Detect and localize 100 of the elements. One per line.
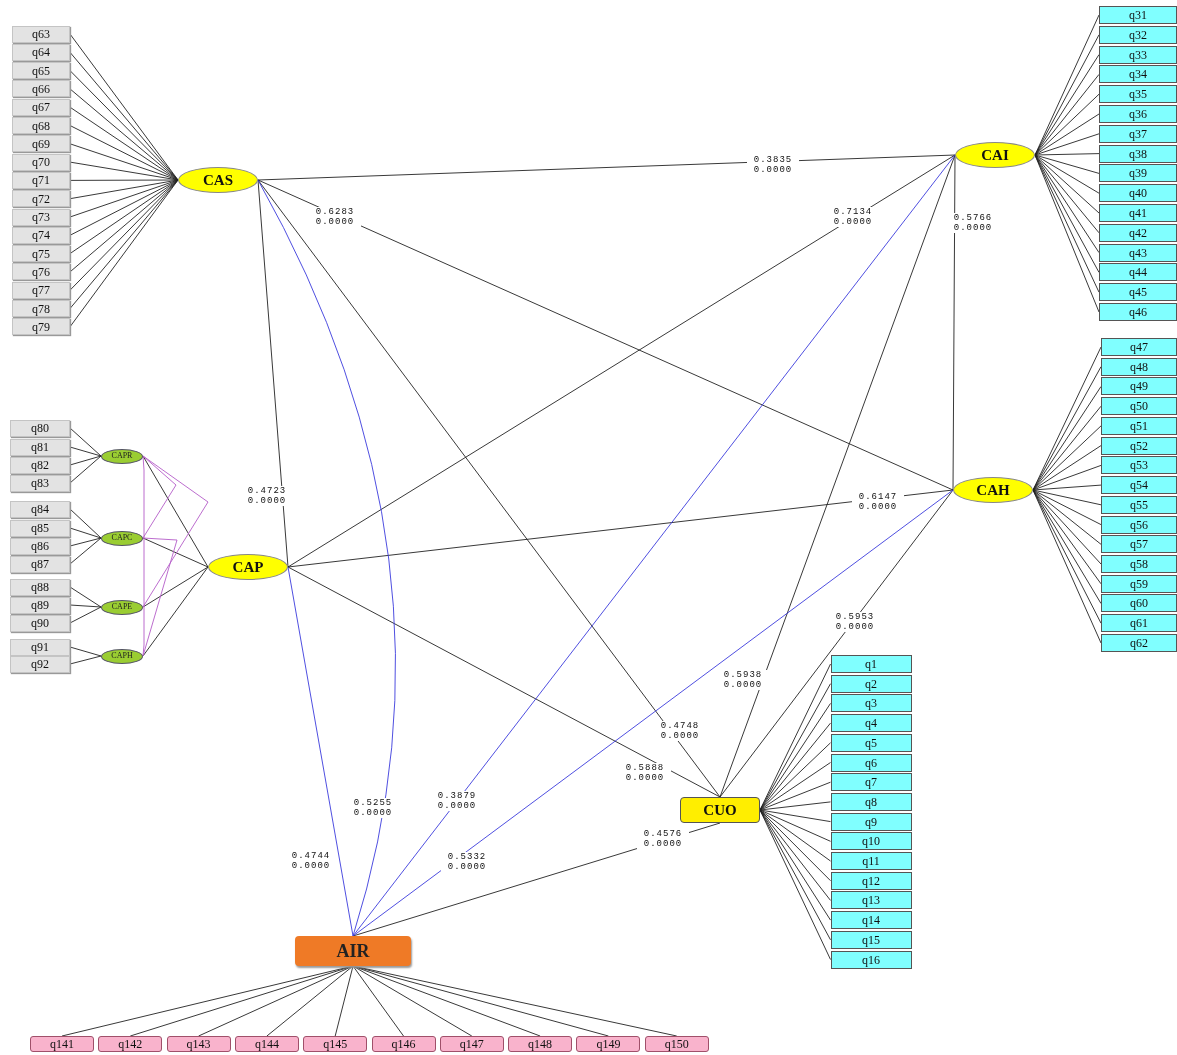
connector-line xyxy=(69,106,179,181)
connector-line xyxy=(257,179,289,568)
connector-line xyxy=(142,566,209,608)
indicator-box: q150 xyxy=(644,1036,709,1052)
indicator-box: q146 xyxy=(371,1036,436,1052)
indicator-box: q84 xyxy=(10,500,70,518)
indicator-box: q88 xyxy=(10,578,70,596)
indicator-box: q39 xyxy=(1099,164,1177,183)
indicator-box: q12 xyxy=(830,871,912,890)
connector-line xyxy=(759,742,831,811)
connector-line xyxy=(69,537,102,565)
indicator-box: q144 xyxy=(234,1036,299,1052)
connector-line xyxy=(198,965,354,1037)
connector-line xyxy=(69,508,102,539)
indicator-box: q143 xyxy=(166,1036,231,1052)
construct-ellipse: CAPE xyxy=(101,599,143,615)
connector-line xyxy=(266,965,354,1037)
indicator-box: q78 xyxy=(12,300,70,317)
indicator-box: q51 xyxy=(1101,416,1177,435)
connector-line xyxy=(257,154,956,181)
connector-line xyxy=(352,965,678,1037)
connector-line xyxy=(759,801,831,811)
indicator-box: q73 xyxy=(12,208,70,226)
indicator-box: q53 xyxy=(1101,456,1177,475)
indicator-box: q68 xyxy=(12,117,70,134)
connector-line xyxy=(69,537,102,547)
indicator-box: q85 xyxy=(10,519,70,537)
connector-line xyxy=(69,427,102,457)
connector-line xyxy=(142,537,209,568)
connector-line xyxy=(1034,113,1100,156)
connector-line xyxy=(1034,133,1100,156)
connector-line xyxy=(69,606,102,624)
indicator-box: q33 xyxy=(1099,45,1177,64)
connector-line xyxy=(759,722,831,811)
connector-line xyxy=(69,646,102,657)
indicator-box: q75 xyxy=(12,245,70,263)
connector-line xyxy=(352,965,541,1037)
indicator-box: q48 xyxy=(1101,357,1177,376)
indicator-box: q71 xyxy=(12,171,70,189)
indicator-box: q45 xyxy=(1099,283,1177,302)
connector-line xyxy=(1032,484,1102,491)
connector-line xyxy=(257,179,721,798)
indicator-box: q87 xyxy=(10,555,70,573)
indicator-box: q49 xyxy=(1101,377,1177,396)
indicator-box: q40 xyxy=(1099,184,1177,203)
indicator-box: q34 xyxy=(1099,65,1177,84)
indicator-box: q66 xyxy=(12,80,70,98)
connector-line xyxy=(69,655,102,665)
indicator-box: q54 xyxy=(1101,476,1177,495)
connector-line xyxy=(1034,73,1100,156)
connector-line xyxy=(142,537,178,657)
indicator-box: q4 xyxy=(830,714,912,733)
indicator-box: q69 xyxy=(12,135,70,153)
edge-label: 0.3835 0.0000 xyxy=(747,155,799,175)
connector-line xyxy=(1034,154,1100,174)
indicator-box: q58 xyxy=(1101,555,1177,573)
indicator-box: q43 xyxy=(1099,243,1177,262)
connector-line xyxy=(1032,445,1102,491)
indicator-box: q81 xyxy=(10,438,70,456)
connector-line xyxy=(1034,154,1100,234)
indicator-box: q52 xyxy=(1101,436,1177,455)
indicator-box: q62 xyxy=(1101,633,1177,652)
indicator-box: q1 xyxy=(830,655,912,673)
indicator-box: q56 xyxy=(1101,515,1177,534)
connector-line xyxy=(759,762,831,811)
indicator-box: q76 xyxy=(12,263,70,281)
connector-line xyxy=(1034,154,1100,214)
indicator-box: q50 xyxy=(1101,397,1177,416)
connector-line xyxy=(287,566,354,937)
connector-line xyxy=(352,154,956,937)
connector-line xyxy=(142,566,209,657)
indicator-box: q32 xyxy=(1099,25,1177,44)
indicator-box: q3 xyxy=(830,694,912,713)
construct-ellipse: CAPC xyxy=(101,530,143,546)
indicator-box: q82 xyxy=(10,456,70,474)
connector-line xyxy=(1034,153,1100,156)
construct-ellipse: CAH xyxy=(953,477,1033,503)
indicator-box: q90 xyxy=(10,614,70,632)
connector-line xyxy=(719,154,956,798)
connector-line xyxy=(352,965,473,1037)
connector-line xyxy=(142,455,209,608)
indicator-box: q141 xyxy=(30,1036,94,1052)
connector-line xyxy=(1032,464,1102,491)
indicator-box: q42 xyxy=(1099,223,1177,242)
construct-ellipse: CAP xyxy=(208,554,288,580)
indicator-box: q89 xyxy=(10,596,70,614)
indicator-box: q55 xyxy=(1101,495,1177,514)
connector-line xyxy=(1032,405,1102,491)
indicator-box: q44 xyxy=(1099,263,1177,282)
indicator-box: q7 xyxy=(830,773,912,792)
indicator-box: q11 xyxy=(830,852,912,870)
indicator-box: q64 xyxy=(12,43,70,61)
indicator-box: q79 xyxy=(12,318,70,336)
indicator-box: q83 xyxy=(10,474,70,492)
indicator-box: q2 xyxy=(830,674,912,693)
indicator-box: q145 xyxy=(303,1036,368,1052)
indicator-box: q59 xyxy=(1101,574,1177,593)
connector-line xyxy=(352,489,954,937)
indicator-box: q63 xyxy=(12,25,70,43)
edge-label: 0.6147 0.0000 xyxy=(852,492,904,512)
